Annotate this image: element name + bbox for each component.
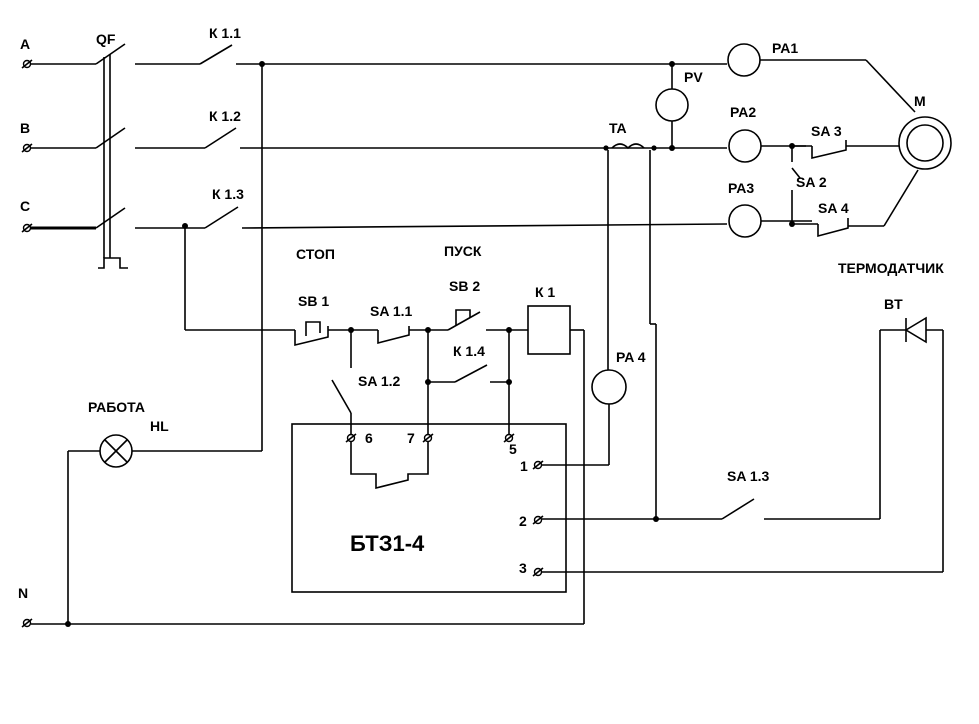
thermal-sensor-bt (542, 316, 944, 573)
switch-sa3-label: SA 3 (811, 123, 842, 139)
switch-sa13-label: SA 1.3 (727, 468, 769, 484)
switch-sa13 (542, 330, 881, 522)
contact-k12-label: К 1.2 (209, 108, 241, 124)
motor-m (898, 116, 952, 170)
ammeter-pa4 (538, 369, 627, 466)
input-terminals (21, 59, 33, 628)
lamp-label: РАБОТА (88, 399, 145, 415)
relay-k1-label: К 1 (535, 284, 555, 300)
stop-label: СТОП (296, 246, 335, 262)
terminal-7-label: 7 (407, 430, 415, 446)
thermal-sensor-label: ТЕРМОДАТЧИК (838, 260, 944, 276)
ammeter-pa2-label: PA2 (730, 104, 756, 120)
ammeter-pa1-label: PA1 (772, 40, 798, 56)
start-label: ПУСК (444, 243, 482, 259)
button-sb1-label: SB 1 (298, 293, 329, 309)
voltmeter-pv (655, 61, 689, 151)
lamp-code: HL (150, 418, 169, 434)
contact-k13-label: К 1.3 (212, 186, 244, 202)
neutral-label: N (18, 585, 28, 601)
signal-lamp-hl (65, 61, 265, 627)
current-transformer-label: TA (609, 120, 627, 136)
terminal-6-label: 6 (365, 430, 373, 446)
contact-k11-label: К 1.1 (209, 25, 241, 41)
block-name: БТЗ1-4 (350, 531, 425, 556)
terminal-1-label: 1 (520, 458, 528, 474)
current-transformer-ta (603, 143, 657, 519)
protection-block (291, 423, 567, 593)
voltmeter-label: PV (684, 69, 703, 85)
switches-sa2-sa3-sa4 (789, 140, 919, 238)
switch-sa4-label: SA 4 (818, 200, 849, 216)
phase-a-label: A (20, 36, 30, 52)
control-circuit (182, 223, 585, 624)
motor-label: M (914, 93, 926, 109)
thermal-sensor-code: BT (884, 296, 903, 312)
switch-sa2-label: SA 2 (796, 174, 827, 190)
button-sb2-label: SB 2 (449, 278, 480, 294)
breaker-label: QF (96, 31, 116, 47)
phase-b-label: B (20, 120, 30, 136)
terminal-2-label: 2 (519, 513, 527, 529)
main-power-lines (135, 44, 728, 229)
switch-sa12-label: SA 1.2 (358, 373, 400, 389)
switch-sa11-label: SA 1.1 (370, 303, 412, 319)
terminal-5-label: 5 (509, 441, 517, 457)
ammeter-pa3-label: PA3 (728, 180, 754, 196)
contact-k14-label: К 1.4 (453, 343, 485, 359)
breaker-qf (31, 43, 128, 269)
ammeter-pa4-label: PA 4 (616, 349, 646, 365)
phase-c-label: C (20, 198, 30, 214)
terminal-3-label: 3 (519, 560, 527, 576)
